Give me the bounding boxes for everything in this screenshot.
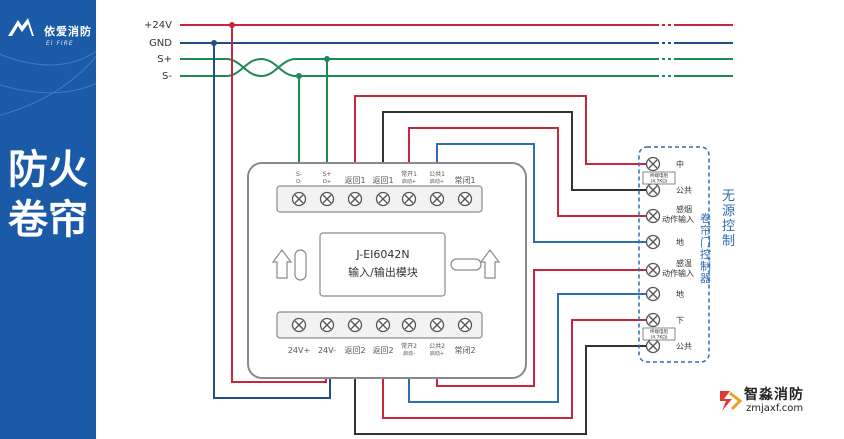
bottom-terminal-screw-icon — [429, 317, 445, 333]
bottom-terminal-screw-icon — [401, 317, 417, 333]
control-wires-bottom — [354, 269, 651, 435]
controller-terminal-label: 下 — [676, 316, 684, 325]
resistor-label: 终端电阻 — [650, 172, 668, 179]
controller-terminal-screw-icon — [645, 338, 661, 354]
left-slot — [294, 249, 307, 281]
bus-junction-dots — [211, 22, 330, 79]
bottom-terminal-label: 返回2 — [372, 346, 393, 355]
top-terminal-label: S+ — [323, 171, 332, 178]
controller-terminal-label: 感温 — [676, 258, 692, 268]
bus-lines — [180, 24, 733, 78]
bottom-terminal-label: 24V- — [318, 346, 336, 355]
top-terminal-label: 公共1 — [429, 170, 445, 178]
top-terminal-label: 常闭1 — [454, 176, 475, 185]
controller-title: 卷帘门控制器 — [700, 211, 711, 285]
controller-terminal-screw-icon — [645, 182, 661, 198]
bottom-terminal-label: 常开2 — [401, 342, 417, 350]
brand: 依爱消防 EI FIRE — [6, 10, 94, 47]
resistor-label: 终端电阻 — [650, 328, 668, 335]
wiring-diagram: +24V GND S+ S- J-EI6042N 输入/输出模块 — [144, 20, 735, 435]
left-arrow-icon — [271, 249, 293, 279]
controller-terminal-screw-icon — [645, 312, 661, 328]
watermark-url: zmjaxf.com — [746, 403, 804, 414]
controller-terminal-sublabel: 动作输入 — [662, 268, 694, 278]
bus-label-s-plus: S+ — [157, 54, 172, 65]
sidebar: 依爱消防 EI FIRE 防火卷帘 — [0, 0, 96, 439]
top-terminal-screw-icon — [401, 191, 417, 207]
bus-label-s-minus: S- — [162, 71, 172, 82]
top-terminal-sublabel: 启动+ — [430, 178, 444, 185]
bottom-terminal-screw-icon — [347, 317, 363, 333]
top-terminal-screw-icon — [291, 191, 307, 207]
bottom-terminal-label: 24V+ — [288, 346, 310, 355]
top-terminal-sublabel: D- — [296, 179, 302, 185]
top-terminal-screw-icon — [375, 191, 391, 207]
top-terminal-screw-icon — [457, 191, 473, 207]
controller-terminal-label: 地 — [676, 237, 684, 247]
controller-terminal-sublabel: 动作输入 — [662, 214, 694, 224]
right-arrow-icon — [479, 249, 501, 279]
top-terminal-label: 返回1 — [344, 176, 365, 185]
controller-terminal-label: 公共 — [676, 342, 692, 351]
top-terminal-screw-icon — [347, 191, 363, 207]
controller-terminal-label: 感烟 — [676, 204, 692, 214]
bottom-terminal-screw-icon — [291, 317, 307, 333]
bottom-terminal-sublabel: 启动+ — [430, 350, 444, 357]
top-terminal-sublabel: D+ — [323, 179, 331, 185]
controller-terminal-label: 地 — [676, 289, 684, 299]
module-model: J-EI6042N — [355, 248, 409, 261]
top-terminal-label: 常开1 — [401, 170, 417, 178]
bottom-terminal-screw-icon — [375, 317, 391, 333]
brand-name-en: EI FIRE — [46, 40, 74, 47]
page-title: 防火卷帘 — [8, 147, 88, 243]
top-screw-row — [291, 191, 473, 207]
controller-terminal-screw-icon — [645, 156, 661, 172]
bottom-terminal-screw-icon — [457, 317, 473, 333]
bottom-terminal-sublabel: 启动- — [403, 350, 415, 357]
bottom-terminal-label: 公共2 — [429, 342, 445, 350]
watermark-text: 智淼消防 — [744, 387, 804, 403]
bottom-terminal-screw-icon — [319, 317, 335, 333]
controller-terminal-screw-icon — [645, 208, 661, 224]
bottom-terminal-label: 返回2 — [344, 346, 365, 355]
top-terminal-label: 返回1 — [372, 176, 393, 185]
top-terminal-label: S- — [296, 171, 302, 178]
bus-label-gnd: GND — [149, 38, 172, 49]
controller-terminal-screw-icon — [645, 262, 661, 278]
bottom-terminal-label: 常闭2 — [454, 346, 475, 355]
top-terminal-sublabel: 启动+ — [402, 178, 416, 185]
brand-name: 依爱消防 — [44, 25, 92, 38]
control-wires-top — [354, 95, 651, 243]
bottom-screw-row — [291, 317, 473, 333]
resistor-value: (4.7KΩ) — [650, 335, 667, 341]
terminal-resistor: 终端电阻(4.7KΩ) — [642, 327, 676, 341]
controller-terminal-label: 中 — [676, 159, 684, 169]
module-description: 输入/输出模块 — [348, 265, 418, 279]
decorative-arcs — [0, 50, 96, 116]
terminal-resistor: 终端电阻(4.7KΩ) — [642, 171, 676, 185]
top-terminal-screw-icon — [429, 191, 445, 207]
controller-subtitle: 无源控制 — [722, 189, 735, 249]
bus-label-24v: +24V — [144, 20, 172, 31]
right-slot — [450, 258, 482, 271]
top-terminal-screw-icon — [319, 191, 335, 207]
controller-terminal-screw-icon — [645, 234, 661, 250]
watermark-logo-icon — [720, 391, 742, 411]
controller-terminal-screw-icon — [645, 286, 661, 302]
watermark: 智淼消防 zmjaxf.com — [716, 384, 836, 418]
module-label-box — [319, 232, 446, 297]
brand-logo-icon — [8, 18, 34, 36]
resistor-value: (4.7KΩ) — [650, 179, 667, 185]
controller-terminal-label: 公共 — [676, 186, 692, 195]
